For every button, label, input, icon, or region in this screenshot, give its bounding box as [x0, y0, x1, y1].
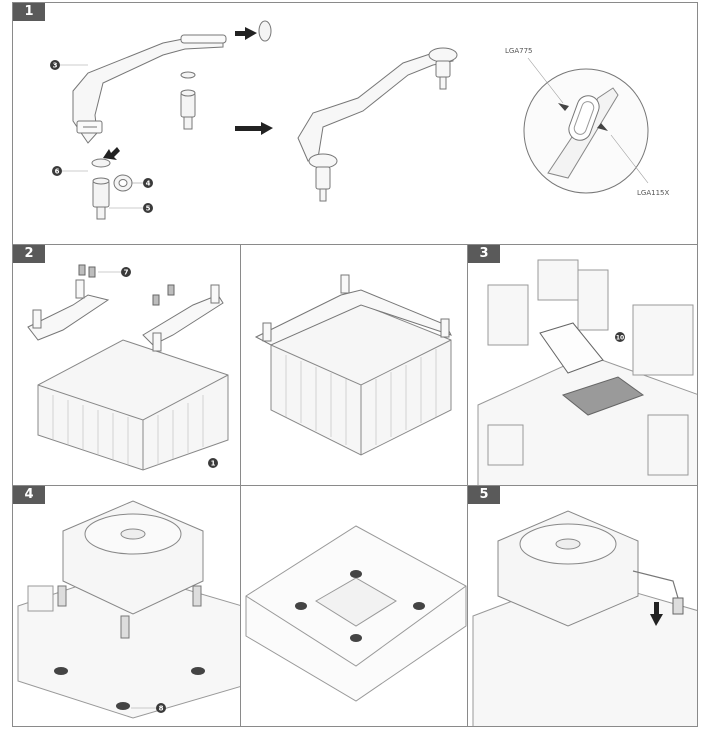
fan-header: [672, 597, 684, 615]
socket-label-lga775: LGA775: [505, 47, 532, 55]
callout-10-label: 10: [616, 335, 624, 342]
callout-10: [615, 332, 625, 342]
callout-5-label: 5: [146, 205, 151, 213]
panel-step-1: 1: [12, 2, 698, 245]
callout-6: [52, 166, 62, 176]
callout-8: [156, 703, 166, 713]
bracket-assembly-drawing: 3 4 5 6: [50, 20, 669, 220]
backplate-nuts: [295, 570, 425, 642]
callout-5: [143, 203, 153, 213]
installed-cooler: [497, 510, 639, 627]
installed-bracket: [254, 274, 452, 346]
fan-connect-drawing: [472, 510, 697, 726]
washer-part: [113, 174, 133, 192]
callout-1: [208, 458, 218, 468]
assembly-arrow-washer: [103, 147, 120, 160]
standoffs: [57, 585, 202, 639]
panel-step-2-left: 2: [12, 244, 241, 486]
cap-part: [258, 20, 272, 42]
step-badge-4: 4: [13, 486, 45, 504]
thermal-pad: [539, 322, 645, 416]
step-badge-3: 3: [468, 245, 500, 263]
callout-8-label: 8: [159, 705, 164, 713]
cooler-with-fan: [62, 500, 204, 615]
callout-7: [121, 267, 131, 277]
standoff-bottom: [91, 158, 111, 220]
panel-step-4-right: [240, 485, 468, 727]
nuts: [54, 667, 205, 710]
heatsink-with-bracket-drawing: [254, 274, 452, 456]
heatsink-bracket-mount-drawing: 7 1: [27, 264, 229, 471]
mounting-bracket-right: [142, 284, 224, 352]
manual-figure: 1: [12, 2, 698, 727]
thermal-pad-drawing: 10: [477, 259, 697, 485]
callout-1-label: 1: [211, 460, 216, 468]
fan-cable: [632, 570, 679, 599]
callout-4-label: 4: [146, 180, 151, 188]
callout-6-label: 6: [55, 168, 60, 176]
down-arrow: [650, 602, 663, 626]
socket-label-lga115x: LGA115X: [637, 189, 669, 197]
assembly-arrow-main: [235, 122, 273, 135]
callout-7-label: 7: [124, 269, 129, 277]
bracket-assembled: [297, 47, 458, 202]
callout-3-label: 3: [53, 62, 58, 70]
assembly-arrow-cap: [235, 27, 257, 40]
step-badge-1: 1: [13, 3, 45, 21]
socket-position-detail: [523, 57, 649, 194]
panel-step-4-left: 4 8: [12, 485, 241, 727]
mounting-bracket-left: [27, 279, 110, 341]
standoff-top: [180, 71, 196, 130]
step-badge-2: 2: [13, 245, 45, 263]
step-badge-5: 5: [468, 486, 500, 504]
heatsink-body: [37, 339, 229, 471]
motherboard-backside-drawing: [245, 525, 467, 702]
panel-step-3: 3 10: [467, 244, 698, 486]
callout-3: [50, 60, 60, 70]
panel-step-2-right: [240, 244, 468, 486]
screws: [78, 264, 175, 306]
callout-4: [143, 178, 153, 188]
panel-step-5: 5: [467, 485, 698, 727]
bracket-left-exploded: [72, 34, 227, 144]
motherboard-mount-drawing: 8: [17, 500, 240, 719]
